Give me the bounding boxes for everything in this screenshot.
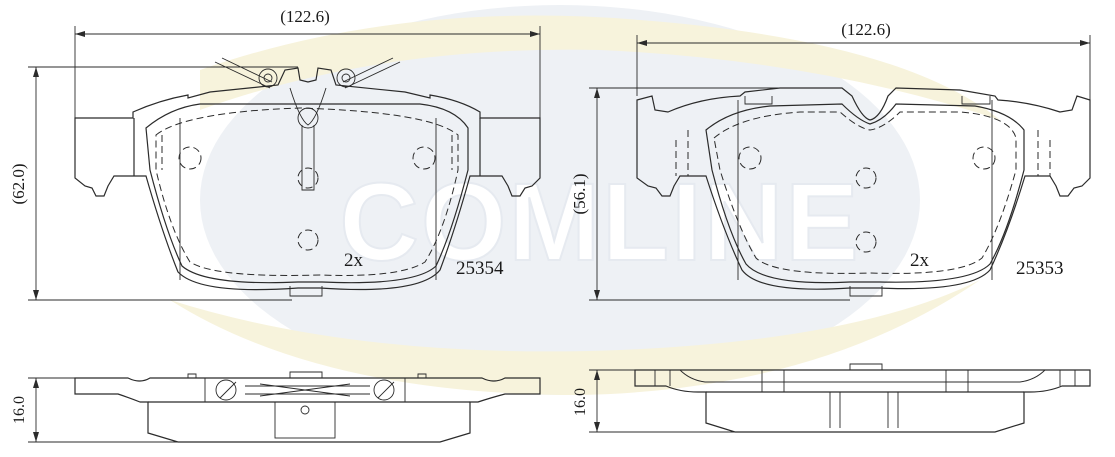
- left-pad-side-view: [74, 371, 541, 443]
- right-height-label: (56.1): [570, 173, 589, 214]
- right-quantity-label: 2x: [910, 250, 930, 271]
- left-thickness-dimension: 16.0: [11, 377, 178, 443]
- right-thickness-label: 16.0: [572, 388, 589, 416]
- left-part-number: 25354: [456, 258, 504, 279]
- right-pad-front-view: [636, 87, 1091, 297]
- left-quantity-label: 2x: [344, 250, 364, 271]
- watermark-text: COMLINE: [339, 161, 860, 284]
- left-pad-front-view: [74, 57, 541, 297]
- left-height-label: (62.0): [9, 163, 28, 204]
- right-height-dimension: (56.1): [570, 87, 850, 301]
- left-thickness-label: 16.0: [11, 396, 28, 424]
- right-width-label: (122.6): [841, 20, 891, 39]
- watermark: COMLINE: [170, 5, 1000, 395]
- left-width-label: (122.6): [280, 7, 330, 26]
- right-thickness-dimension: 16.0: [572, 369, 735, 433]
- right-part-number: 25353: [1016, 258, 1064, 279]
- right-width-dimension: (122.6): [636, 20, 1091, 100]
- left-height-dimension: (62.0): [9, 66, 298, 301]
- left-width-dimension: (122.6): [74, 7, 541, 118]
- right-pad-side-view: [634, 363, 1091, 433]
